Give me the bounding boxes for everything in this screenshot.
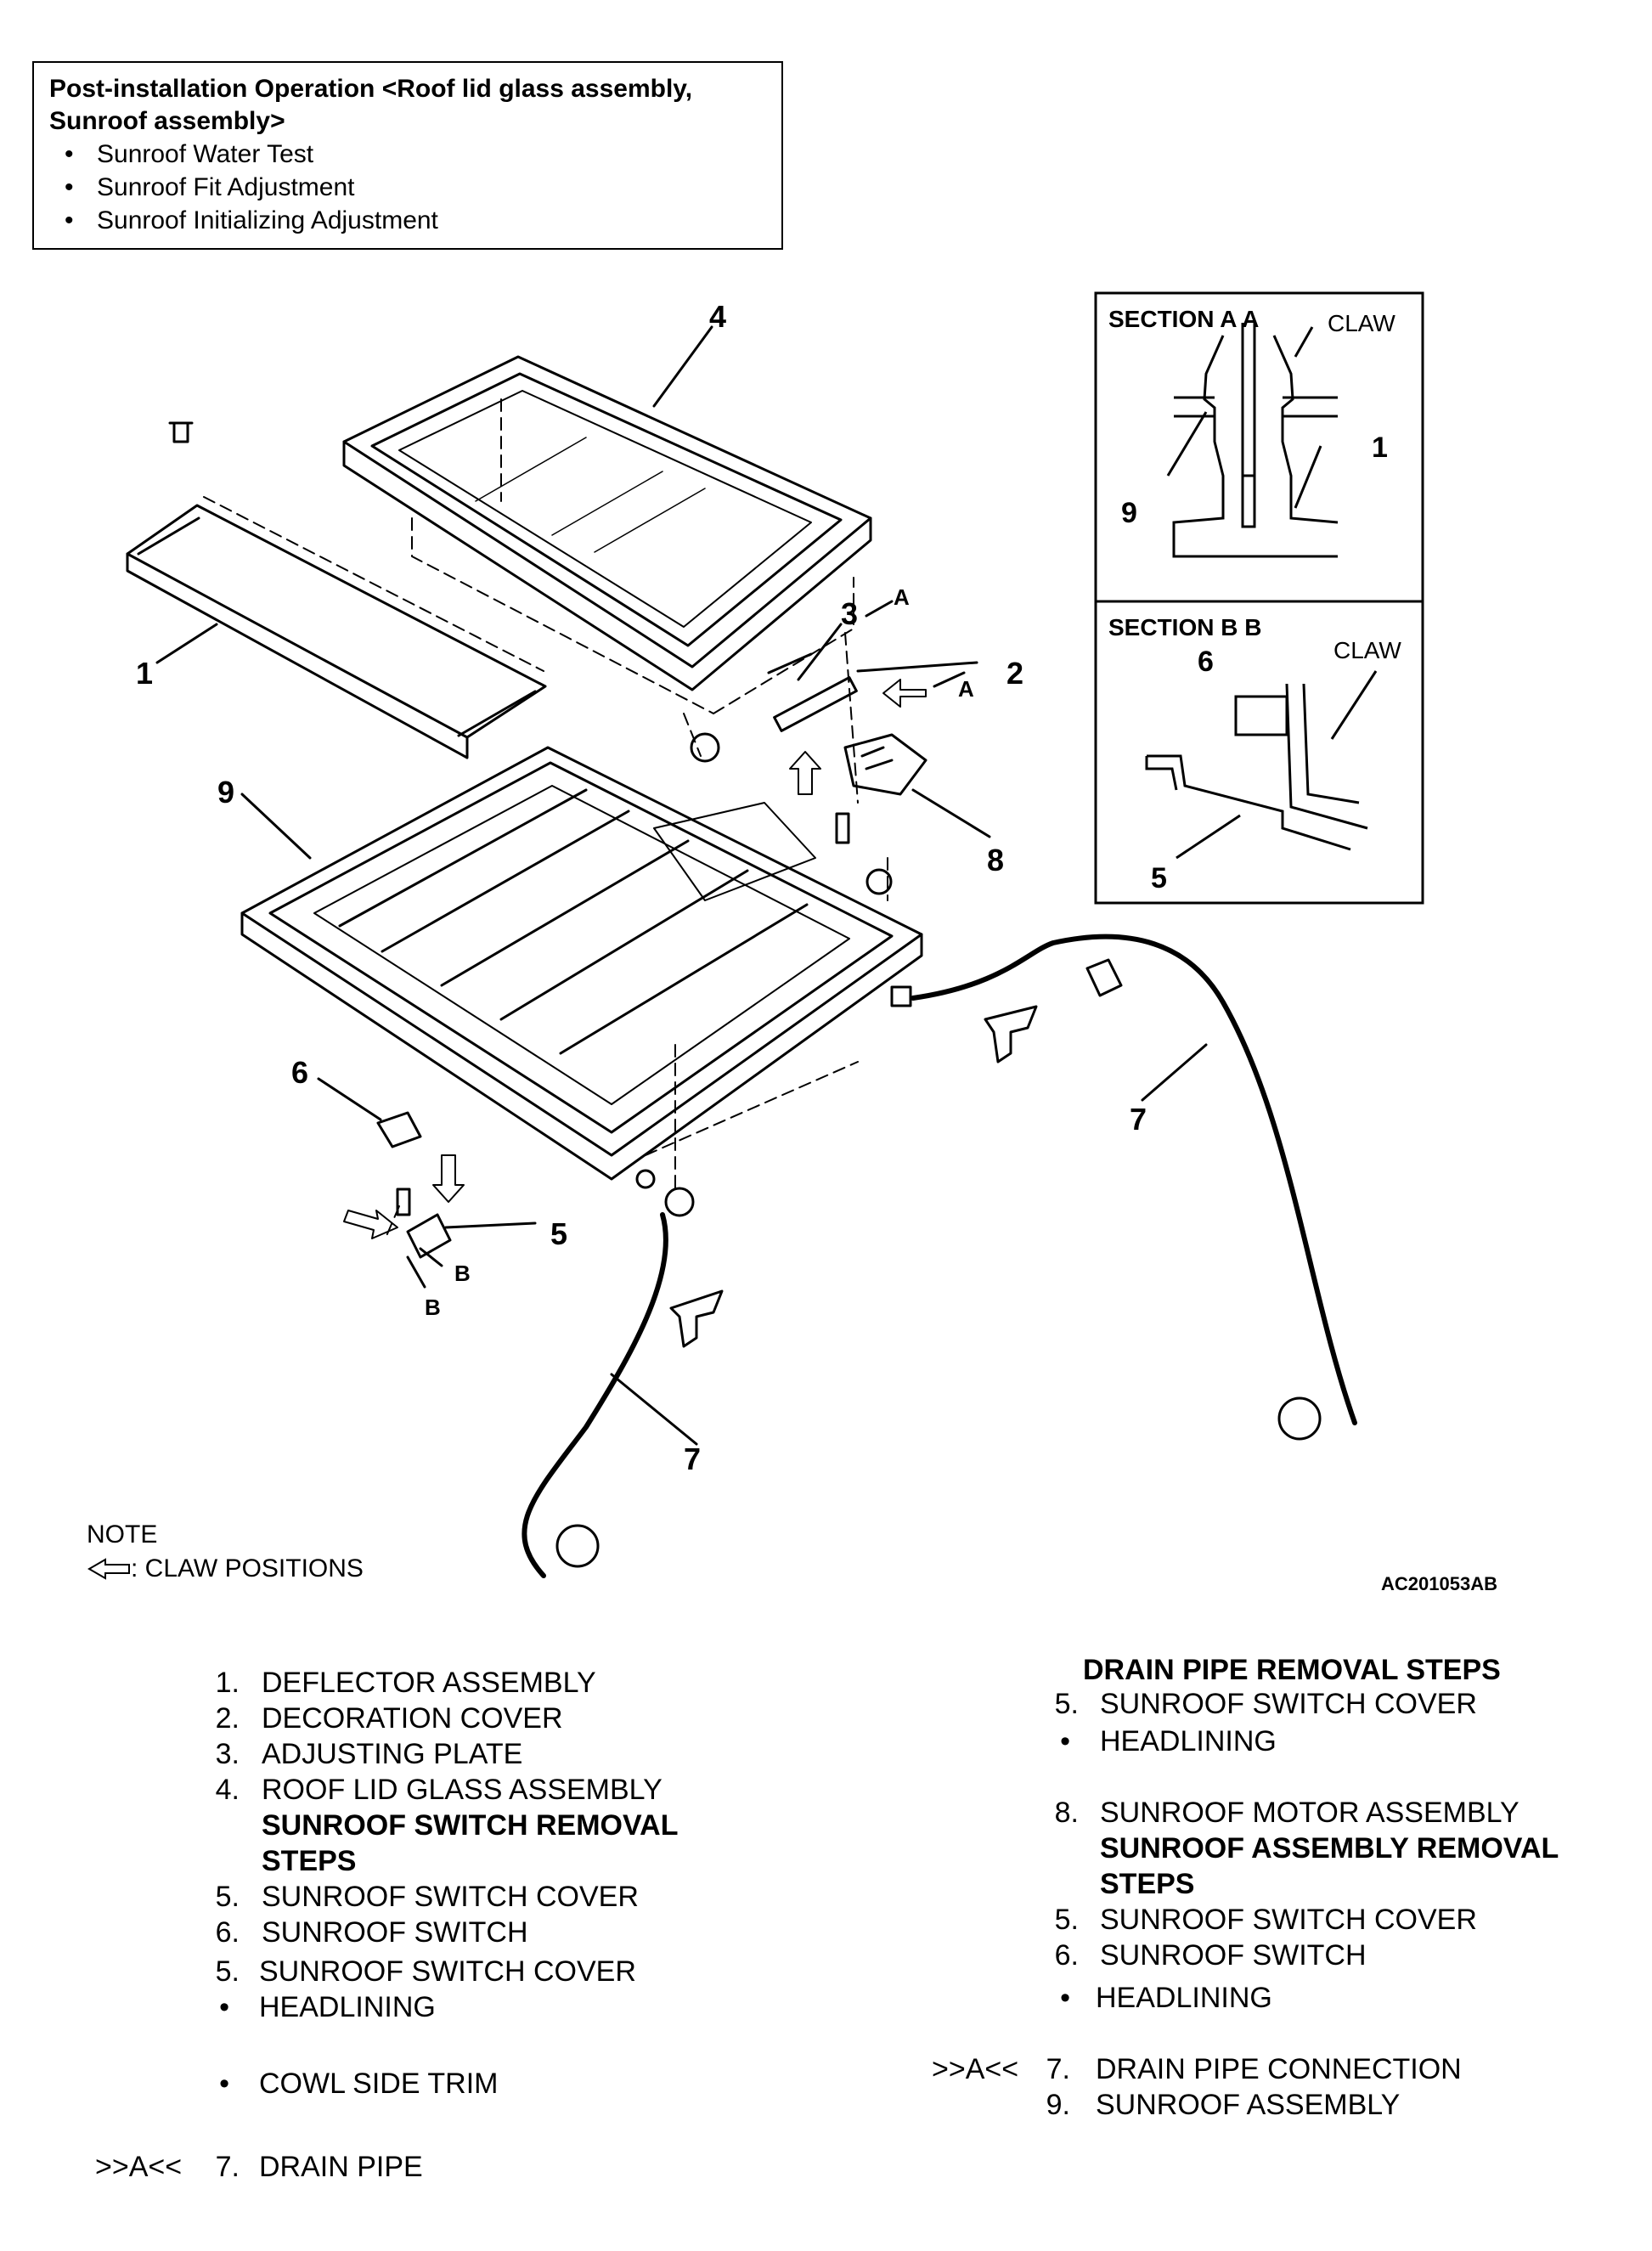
sunroof-motor-assembly [843,733,927,796]
arrow-label-b1: B [454,1261,471,1286]
callout-1: 1 [136,656,153,691]
section-b-b: SECTION B B CLAW 6 5 [1094,600,1424,905]
adjusting-plate [767,652,813,674]
roof-lid-glass-assembly [342,355,872,691]
grommet [865,868,893,895]
right-steps-list: DRAIN PIPE REMOVAL STEPS 5.SUNROOF SWITC… [932,1654,1559,2121]
grommet [690,732,720,763]
clip [669,1289,724,1348]
grommet [664,1187,695,1217]
grommet [635,1169,656,1189]
post-installation-item: Sunroof Water Test [49,138,766,171]
section-b-callout-6: 6 [1198,646,1214,678]
figure-code: AC201053AB [1381,1573,1497,1594]
callout-4: 4 [709,299,726,334]
callout-6: 6 [291,1055,308,1090]
drain-grommet [555,1524,600,1568]
section-a-claw-label: CLAW [1328,310,1395,336]
arrow-label-a1: A [894,584,910,610]
drain-pipe-front [911,934,1357,1425]
note: NOTE : CLAW POSITIONS [87,1518,364,1586]
left-steps-list: 1.DEFLECTOR ASSEMBLY 2.DECORATION COVER … [95,1667,679,2183]
clip [984,1005,1038,1063]
post-installation-box: Post-installation Operation <Roof lid gl… [32,61,783,250]
section-a-title: SECTION A A [1108,306,1259,332]
post-installation-heading: Post-installation Operation <Roof lid gl… [49,75,693,135]
clip [1085,958,1123,997]
section-a-callout-1: 1 [1372,432,1388,464]
decoration-cover [773,676,858,732]
post-installation-item: Sunroof Initializing Adjustment [49,204,766,237]
post-installation-list: Sunroof Water Test Sunroof Fit Adjustmen… [49,138,766,237]
sunroof-assembly-frame [240,746,923,1181]
deflector-assembly [126,421,547,759]
sunroof-switch [376,1111,422,1148]
note-text: : CLAW POSITIONS [131,1554,364,1582]
section-b-callout-5: 5 [1151,862,1167,894]
section-b-claw-label: CLAW [1333,637,1401,663]
note-title: NOTE [87,1520,158,1549]
section-a-a: SECTION A A CLAW 1 9 [1094,291,1424,603]
callout-8: 8 [987,843,1004,877]
callout-3: 3 [841,596,858,631]
callout-5: 5 [550,1216,567,1251]
post-installation-item: Sunroof Fit Adjustment [49,171,766,204]
callout-9: 9 [217,775,234,810]
arrow-label-b2: B [425,1295,441,1320]
callout-7a: 7 [1130,1102,1147,1137]
section-b-title: SECTION B B [1108,614,1261,640]
callout-2: 2 [1006,656,1023,691]
drain-pipe-rear [522,1212,668,1578]
grommet [890,985,912,1007]
bolt [396,1188,411,1216]
exploded-diagram: SECTION A A CLAW 1 9 SECTION B B CLAW 6 … [126,291,1424,1578]
arrow-label-a2: A [958,676,974,702]
callout-7b: 7 [684,1441,701,1476]
bolt [835,812,850,844]
drain-grommet [1277,1396,1322,1441]
sunroof-switch-cover [406,1213,452,1259]
claw-arrow-icon [87,1558,130,1580]
section-a-callout-9: 9 [1121,497,1137,529]
